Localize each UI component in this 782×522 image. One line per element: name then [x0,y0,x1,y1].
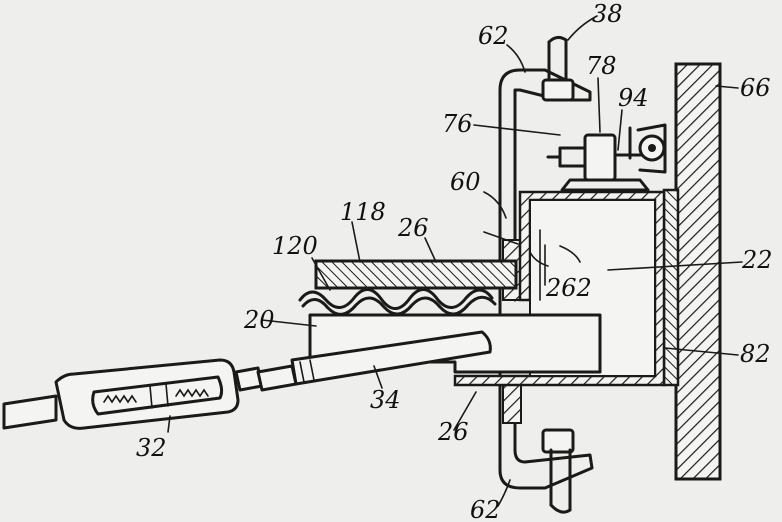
switch-assembly-78 [546,123,667,192]
label-26-top: 26 [397,214,429,242]
rod-34 [290,330,492,386]
label-66: 66 [740,74,771,102]
label-34: 34 [370,386,401,414]
level-turnbuckle-32 [2,358,298,430]
leader-lines [167,15,743,507]
bracket-plate-82 [662,188,680,387]
label-94: 94 [618,84,649,112]
label-26-bottom: 26 [437,418,469,446]
wall-post-66 [674,62,722,481]
label-60: 60 [450,168,481,196]
label-262: 262 [545,274,592,302]
label-62-bottom: 62 [470,496,501,522]
label-32: 32 [136,434,167,462]
label-120: 120 [272,232,318,260]
label-82: 82 [740,340,771,368]
label-38: 38 [592,0,623,28]
label-62-top: 62 [478,22,509,50]
label-118: 118 [340,198,386,226]
label-20: 20 [243,306,275,334]
label-22: 22 [741,246,773,274]
panel-118 [314,259,518,290]
label-76: 76 [442,110,473,138]
label-78: 78 [586,52,617,80]
corrugated-sheet-120 [298,288,497,316]
